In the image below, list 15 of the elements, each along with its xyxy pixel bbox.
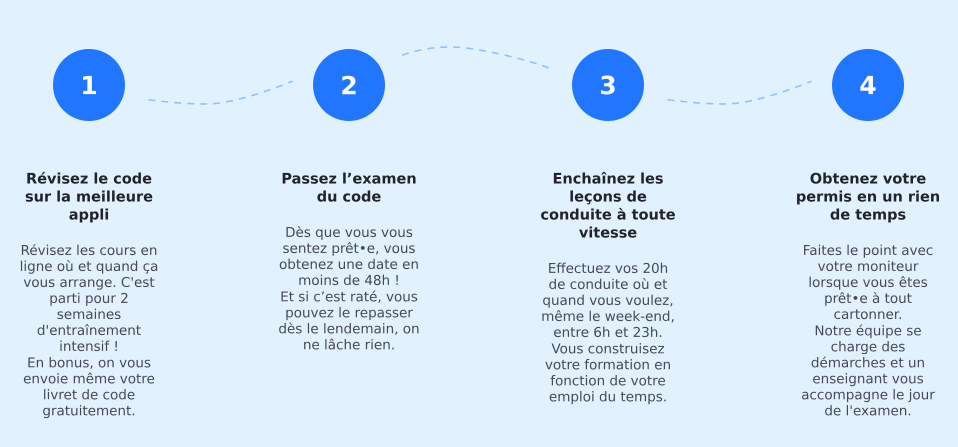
step-description: Vous construisez votre formation en fonction de votre emploi du temps. (545, 343, 670, 404)
step-heading: Révisez le code sur la meilleure appli (26, 172, 152, 223)
step-description: Effectuez vos 20h de conduite où et quand vous voulez, même le week-end, entre 6h et 23h. (542, 262, 674, 338)
step-description: Faites le point avec votre moniteur lorsque vous êtes prêt•e à tout cartonner. (804, 244, 932, 320)
step-heading: Passez l’examen du code (282, 172, 416, 202)
dashed-connector (148, 80, 293, 105)
step-description: En bonus, on vous envoie même votre livret de code gratuitement. (24, 357, 154, 418)
step-description: Notre équipe se charge des démarches et un enseignant vous accompagne le jour de l'examen. (802, 324, 935, 416)
dashed-connector (402, 46, 551, 70)
step-heading: Obtenez votre permis en un rien de temps (797, 172, 940, 223)
dashed-connector (667, 80, 812, 105)
step-description: Dès que vous vous sentez prêt•e, vous obtenez une date en moins de 48h ! (280, 226, 418, 286)
step-heading: Enchaînez les leçons de conduite à toute vitesse (541, 172, 675, 238)
step-description: Révisez les cours en ligne où et quand ça vous arrange. C'est parti pour 2 semaines d'entraînement intensif ! (20, 244, 158, 352)
step-description: Et si c’est raté, vous pouvez le repasser dès le lendemain, on ne lâche rien. (279, 290, 418, 350)
